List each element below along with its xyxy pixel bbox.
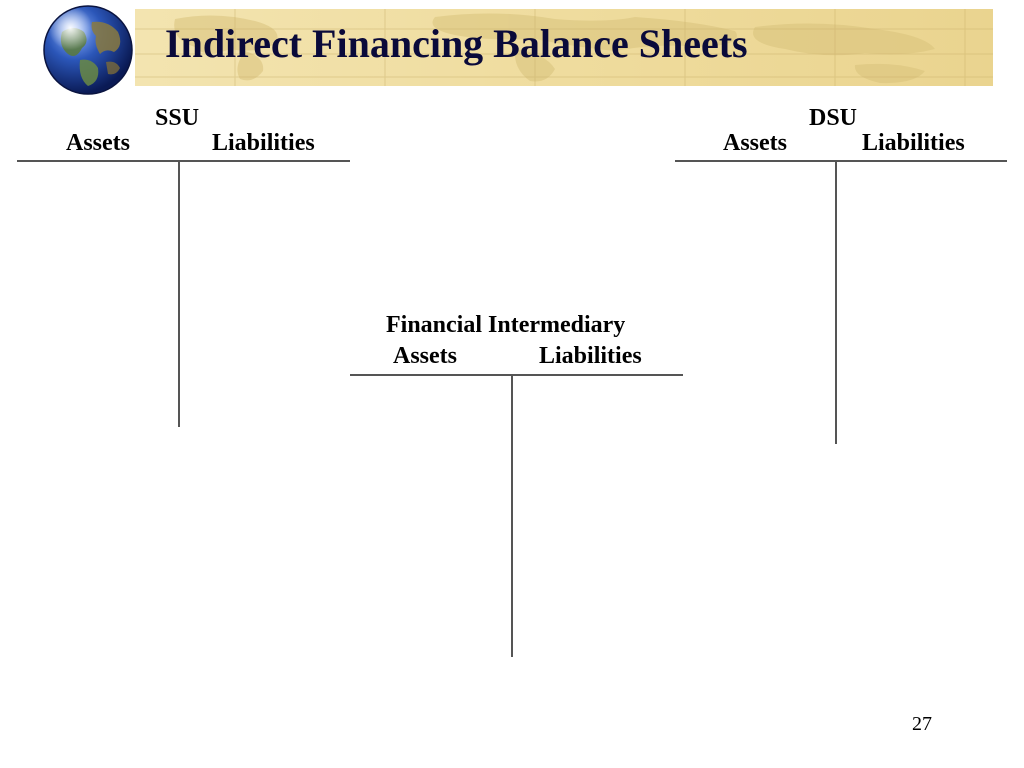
dsu-horizontal-rule — [675, 160, 1007, 162]
intermediary-assets-label: Assets — [393, 343, 457, 369]
page-title: Indirect Financing Balance Sheets — [165, 21, 748, 66]
ssu-vertical-rule — [178, 161, 180, 427]
ssu-assets-label: Assets — [66, 130, 130, 156]
dsu-label: DSU — [809, 105, 858, 131]
intermediary-label: Financial Intermediary — [386, 312, 626, 338]
dsu-vertical-rule — [835, 161, 837, 444]
dsu-liabilities-label: Liabilities — [862, 130, 965, 156]
world-map-icon — [135, 9, 993, 86]
dsu-assets-label: Assets — [723, 130, 787, 156]
ssu-horizontal-rule — [17, 160, 350, 162]
intermediary-horizontal-rule — [350, 374, 683, 376]
ssu-label: SSU — [155, 105, 200, 131]
intermediary-vertical-rule — [511, 375, 513, 657]
globe-icon — [43, 5, 133, 95]
intermediary-liabilities-label: Liabilities — [539, 343, 642, 369]
page-number: 27 — [912, 713, 932, 735]
title-banner — [135, 9, 993, 86]
ssu-liabilities-label: Liabilities — [212, 130, 315, 156]
